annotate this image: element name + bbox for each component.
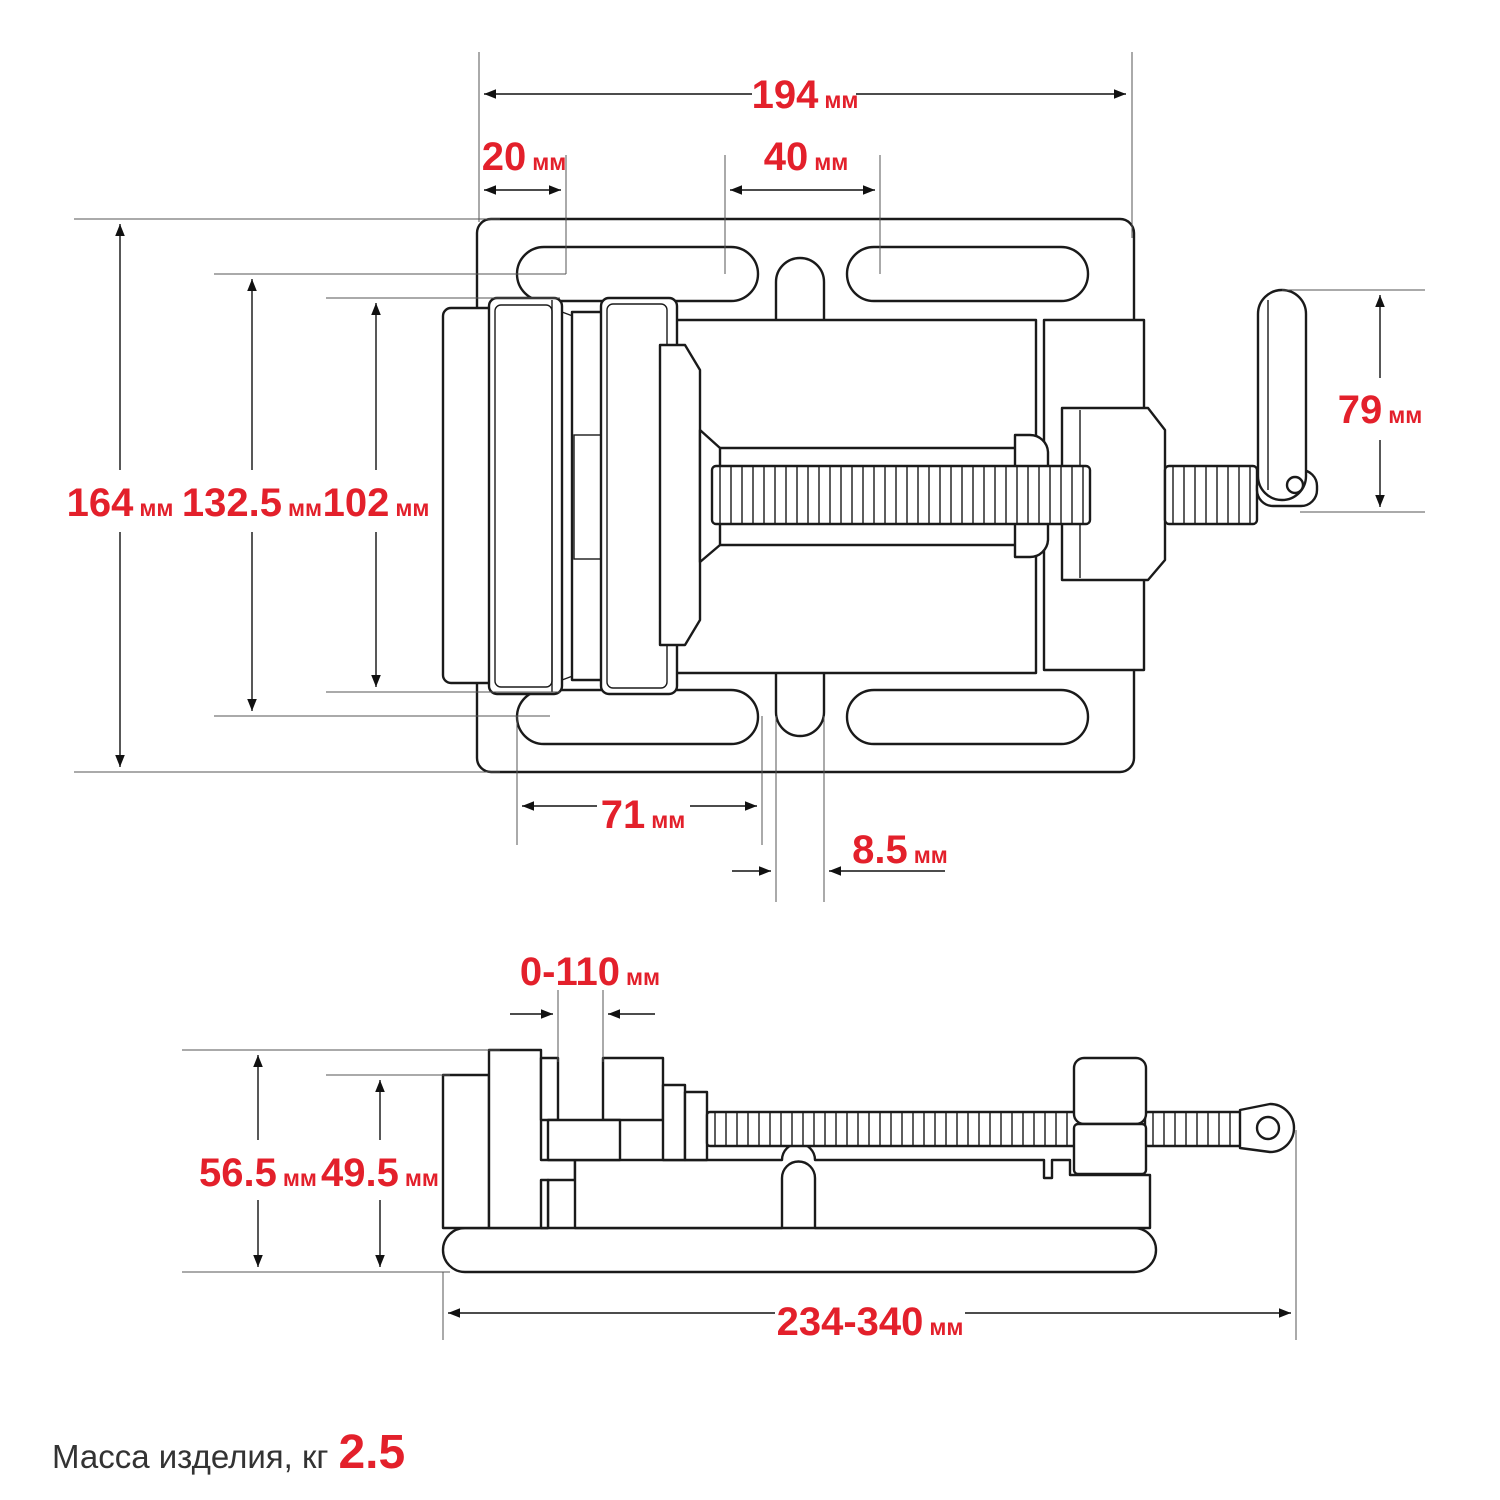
slot-bottom-right [845,688,1090,746]
side-view [441,1048,1296,1274]
slot-bottom-left [515,688,760,746]
side-fixed-jaw [539,1056,560,1122]
guide-rail-bottom [658,543,1038,675]
dimension-lines [115,89,1385,1318]
top-view [441,217,1319,774]
side-movable-jaw [601,1056,665,1122]
fixed-jaw [487,296,564,696]
screw-nut [1060,406,1167,582]
handle [1255,288,1319,508]
center-slot-bottom [774,668,826,738]
center-slot-top [774,256,826,322]
movable-jaw-boss [658,343,702,647]
slot-top-right [845,245,1090,303]
extension-lines [74,52,1425,1340]
lead-screw [710,464,1259,526]
side-lead-screw [705,1102,1296,1154]
side-nut [1072,1056,1148,1126]
side-body [441,1073,491,1230]
side-base-bar [441,1226,1158,1274]
guide-rail-top [658,318,1038,450]
